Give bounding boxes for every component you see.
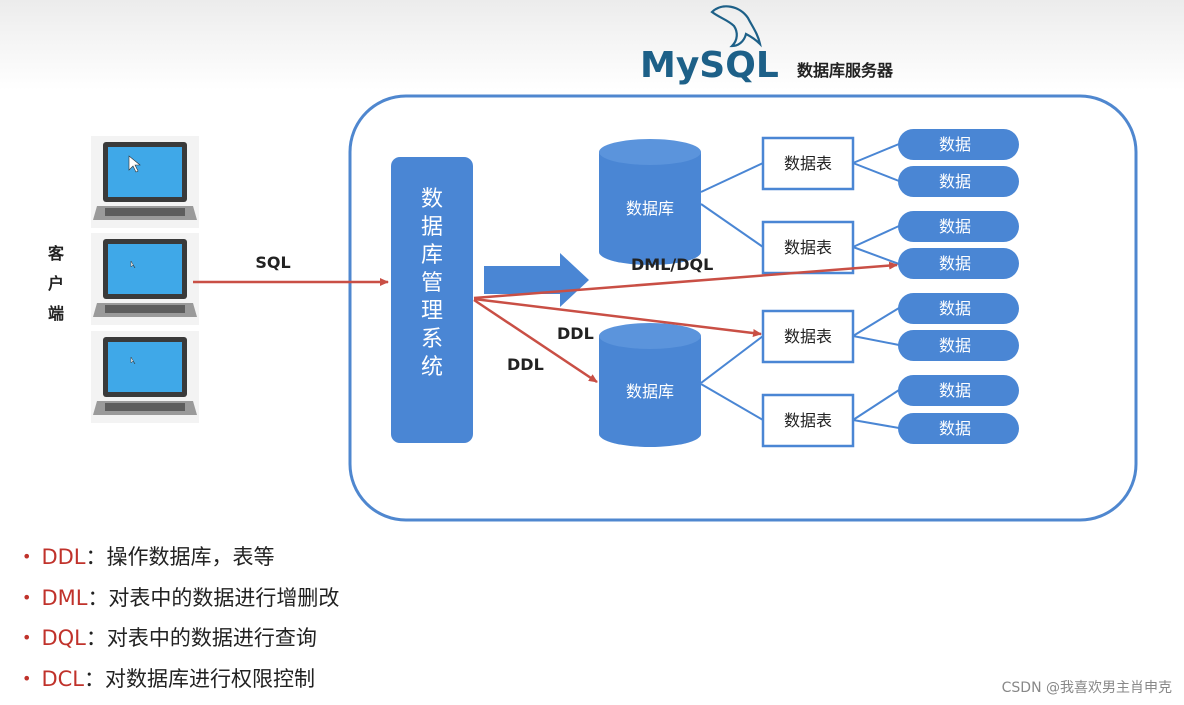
ddl-database-arrow: [473, 298, 598, 384]
data-pill: 数据: [898, 248, 1019, 279]
mysql-logo-text: MySQL: [640, 45, 779, 86]
table-label: 数据表: [784, 154, 832, 173]
laptop-icon: [91, 233, 199, 325]
data-pill: 数据: [898, 375, 1019, 406]
laptop-icon: [91, 136, 199, 228]
dbms-label-char: 库: [421, 243, 443, 268]
dbms-label-char: 统: [421, 355, 443, 380]
data-label: 数据: [939, 217, 971, 236]
client-label-char: 户: [48, 274, 64, 293]
database-label: 数据库: [626, 382, 674, 401]
ddl-table-arrow: [473, 297, 762, 338]
dbms-label-char: 数: [421, 187, 443, 212]
definition-desc: ：操作数据库，表等: [85, 545, 275, 569]
dml-dql-arrow: [473, 261, 898, 300]
definition-desc: ：对表中的数据进行增删改: [87, 585, 340, 610]
watermark: CSDN @我喜欢男主肖申克: [1001, 680, 1172, 696]
dbms-block: [391, 157, 473, 443]
definition-item: • DCL：对数据库进行权限控制: [22, 662, 339, 703]
data-label: 数据: [939, 299, 971, 318]
laptop-icon: [91, 331, 199, 423]
ddl-label-upper: DDL: [557, 324, 594, 343]
bullet-dot-icon: •: [22, 587, 32, 607]
table-box: 数据表: [761, 393, 855, 448]
data-pill: 数据: [898, 166, 1019, 197]
data-label: 数据: [939, 254, 971, 273]
dbms-label-char: 据: [421, 215, 443, 240]
header-band: [0, 0, 1184, 90]
dbms-label-char: 管: [421, 271, 443, 296]
dolphin-icon: [710, 5, 762, 48]
table-box: 数据表: [761, 136, 855, 191]
table-box: 数据表: [761, 220, 855, 275]
data-pill: 数据: [898, 293, 1019, 324]
database-cylinder: 数据库: [599, 323, 701, 447]
bullet-dot-icon: •: [22, 668, 32, 688]
data-label: 数据: [939, 172, 971, 191]
block-arrow: [484, 253, 589, 307]
dbms-label-char: 理: [421, 299, 443, 324]
data-label: 数据: [939, 135, 971, 154]
bullet-dot-icon: •: [22, 628, 32, 647]
dbms-label: 数 据 库 管 理 系 统: [421, 187, 443, 380]
table-label: 数据表: [784, 411, 832, 430]
database-label: 数据库: [626, 199, 674, 218]
definition-term: DDL: [41, 545, 86, 569]
table-label: 数据表: [784, 238, 832, 257]
data-label: 数据: [939, 381, 971, 400]
data-label: 数据: [939, 336, 971, 355]
server-label: 数据库服务器: [797, 61, 894, 80]
definition-item: • DQL：对表中的数据进行查询: [22, 621, 339, 662]
client-label: 客 户 端: [48, 244, 65, 323]
definition-desc: ：对表中的数据进行查询: [85, 626, 317, 650]
dml-dql-label: DML/DQL: [631, 255, 713, 274]
bullet-dot-icon: •: [22, 547, 32, 566]
table-data-connectors: [852, 143, 900, 429]
data-pill: 数据: [898, 413, 1019, 444]
definition-term: DML: [41, 585, 88, 610]
definition-item: • DML：对表中的数据进行增删改: [22, 581, 339, 622]
client-computers: [91, 136, 199, 423]
definition-term: DQL: [41, 626, 86, 650]
definition-item: • DDL：操作数据库，表等: [22, 540, 339, 581]
mysql-logo: MySQL: [640, 5, 779, 86]
data-label: 数据: [939, 419, 971, 438]
definition-list: • DDL：操作数据库，表等 • DML：对表中的数据进行增删改 • DQL：对表中的…: [22, 540, 339, 702]
definition-term: DCL: [41, 666, 84, 691]
dbms-label-char: 系: [421, 327, 443, 352]
client-label-char: 端: [48, 304, 64, 323]
ddl-label-lower: DDL: [507, 355, 544, 374]
server-boundary: [348, 94, 1138, 522]
data-pill: 数据: [898, 211, 1019, 242]
client-label-char: 客: [48, 244, 65, 263]
data-pill: 数据: [898, 330, 1019, 361]
db-table-connectors: [700, 162, 764, 421]
definition-desc: ：对数据库进行权限控制: [83, 666, 315, 691]
sql-label: SQL: [255, 253, 290, 272]
table-box: 数据表: [761, 309, 855, 364]
data-pill: 数据: [898, 129, 1019, 160]
table-label: 数据表: [784, 327, 832, 346]
database-cylinder: 数据库: [599, 139, 701, 265]
